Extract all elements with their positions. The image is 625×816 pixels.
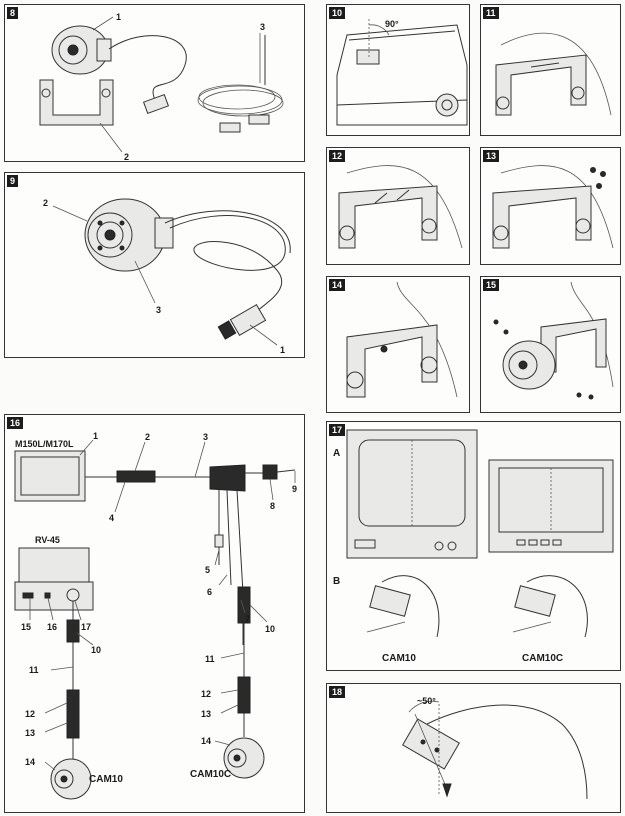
label-14-left: 14 — [25, 757, 35, 767]
label-4: 4 — [109, 513, 114, 523]
panel-13: 13 — [480, 147, 621, 265]
cam-a-label: CAM10 — [89, 774, 123, 785]
cam-a-label: CAM10 — [382, 653, 416, 664]
label-8: 8 — [270, 501, 275, 511]
camera-with-cable-illustration: 2 3 1 — [43, 198, 291, 355]
label-5: 5 — [205, 565, 210, 575]
panel-number: 11 — [483, 7, 499, 19]
label-16: 16 — [47, 622, 57, 632]
label-12-right: 12 — [201, 689, 211, 699]
angle-label: 90° — [385, 19, 399, 29]
panel-8: 8 1 2 3 — [4, 4, 305, 162]
bracket-mount-step-illustration — [338, 165, 463, 249]
panel-number: 8 — [7, 7, 19, 19]
panel-15: 15 — [480, 276, 621, 413]
cam-b-label: CAM10C — [522, 653, 563, 664]
monitor-model-label: M150L/M170L — [15, 439, 74, 449]
panel-11: 11 — [480, 4, 621, 136]
row-b-label: B — [333, 576, 340, 587]
label-1: 1 — [280, 345, 285, 355]
panel-number: 13 — [483, 150, 500, 162]
panel-14: 14 — [326, 276, 470, 413]
receiver-model-label: RV-45 — [35, 535, 60, 545]
wiring-diagram: M150L/M170L CAM10C RV-45 — [14, 431, 297, 800]
panel-number: 14 — [329, 279, 346, 291]
row-a-label: A — [333, 448, 340, 459]
panel-12: 12 — [326, 147, 470, 265]
label-11-right: 11 — [205, 654, 215, 664]
label-15: 15 — [21, 622, 31, 632]
label-3: 3 — [156, 305, 161, 315]
cam-b-label: CAM10C — [190, 769, 231, 780]
panel-number: 9 — [7, 175, 19, 187]
camera-alignment-illustration: A B CAM10 CAM10C — [333, 429, 614, 664]
angle-label: ~50° — [417, 696, 436, 706]
label-17: 17 — [81, 622, 91, 632]
panel-18: 18 ~50° — [326, 683, 621, 813]
label-7: 7 — [245, 614, 250, 624]
label-1: 1 — [93, 431, 98, 441]
label-6: 6 — [207, 587, 212, 597]
panel-number: 10 — [329, 7, 346, 19]
bracket-mount-step-illustration — [346, 281, 458, 398]
bracket-mount-step-illustration — [492, 165, 614, 249]
panel-number: 15 — [483, 279, 500, 291]
label-3: 3 — [203, 432, 208, 442]
label-12-left: 12 — [25, 709, 35, 719]
vehicle-rear-illustration: 90° — [336, 17, 468, 126]
panel-10: 10 90° — [326, 4, 470, 136]
label-10-right: 10 — [265, 624, 275, 634]
panel-9: 9 2 3 1 — [4, 172, 305, 358]
label-10-left: 10 — [91, 645, 101, 655]
label-1: 1 — [116, 12, 121, 22]
panel-17: 17 A B CAM10 CAM10C — [326, 421, 621, 671]
label-2: 2 — [43, 198, 48, 208]
camera-kit-illustration: 1 2 3 — [39, 12, 284, 162]
label-13-right: 13 — [201, 709, 211, 719]
panel-number: 18 — [329, 686, 346, 698]
panel-16: 16 M150L/M170L CAM10C RV-45 — [4, 414, 305, 813]
panel-number: 17 — [329, 424, 346, 436]
bracket-mount-step-illustration — [495, 32, 612, 116]
panel-number: 12 — [329, 150, 346, 162]
label-14-right: 14 — [201, 736, 211, 746]
label-3: 3 — [260, 22, 265, 32]
label-11-left: 11 — [29, 665, 39, 675]
label-9: 9 — [292, 484, 297, 494]
label-13-left: 13 — [25, 728, 35, 738]
label-2: 2 — [145, 432, 150, 442]
panel-number: 16 — [7, 417, 24, 429]
camera-tilt-angle-illustration: ~50° — [402, 696, 588, 800]
camera-attach-step-illustration — [493, 281, 614, 400]
label-2: 2 — [124, 152, 129, 162]
